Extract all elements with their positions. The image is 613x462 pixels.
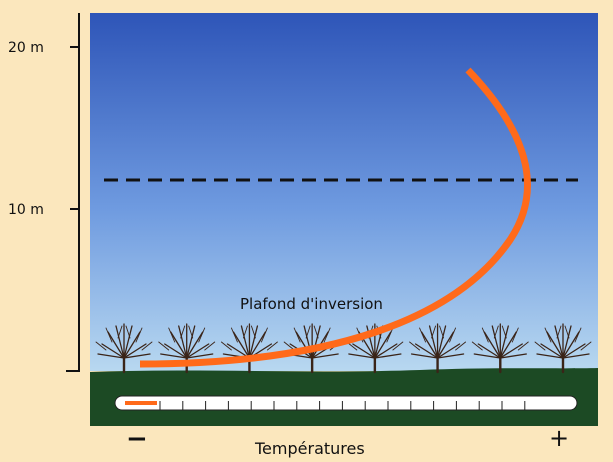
- sky-area: [90, 13, 598, 371]
- temperature-profile-curve: [139, 67, 531, 368]
- temperature-minus-sign: −: [126, 424, 148, 454]
- thermometer-tube: [114, 395, 578, 411]
- tree-icon: [158, 323, 216, 374]
- thermometer-scale: [159, 401, 526, 410]
- inversion-ceiling-label: Plafond d'inversion: [240, 295, 383, 313]
- tick-label-20m: 20 m: [8, 40, 44, 56]
- temperature-plus-sign: +: [549, 424, 569, 452]
- tree-icon: [95, 323, 153, 374]
- tree-icon: [409, 323, 467, 374]
- tree-icon: [471, 323, 529, 374]
- tick-label-10m: 10 m: [8, 202, 44, 218]
- tree-icon: [534, 323, 592, 374]
- temperatures-label: Températures: [254, 439, 365, 458]
